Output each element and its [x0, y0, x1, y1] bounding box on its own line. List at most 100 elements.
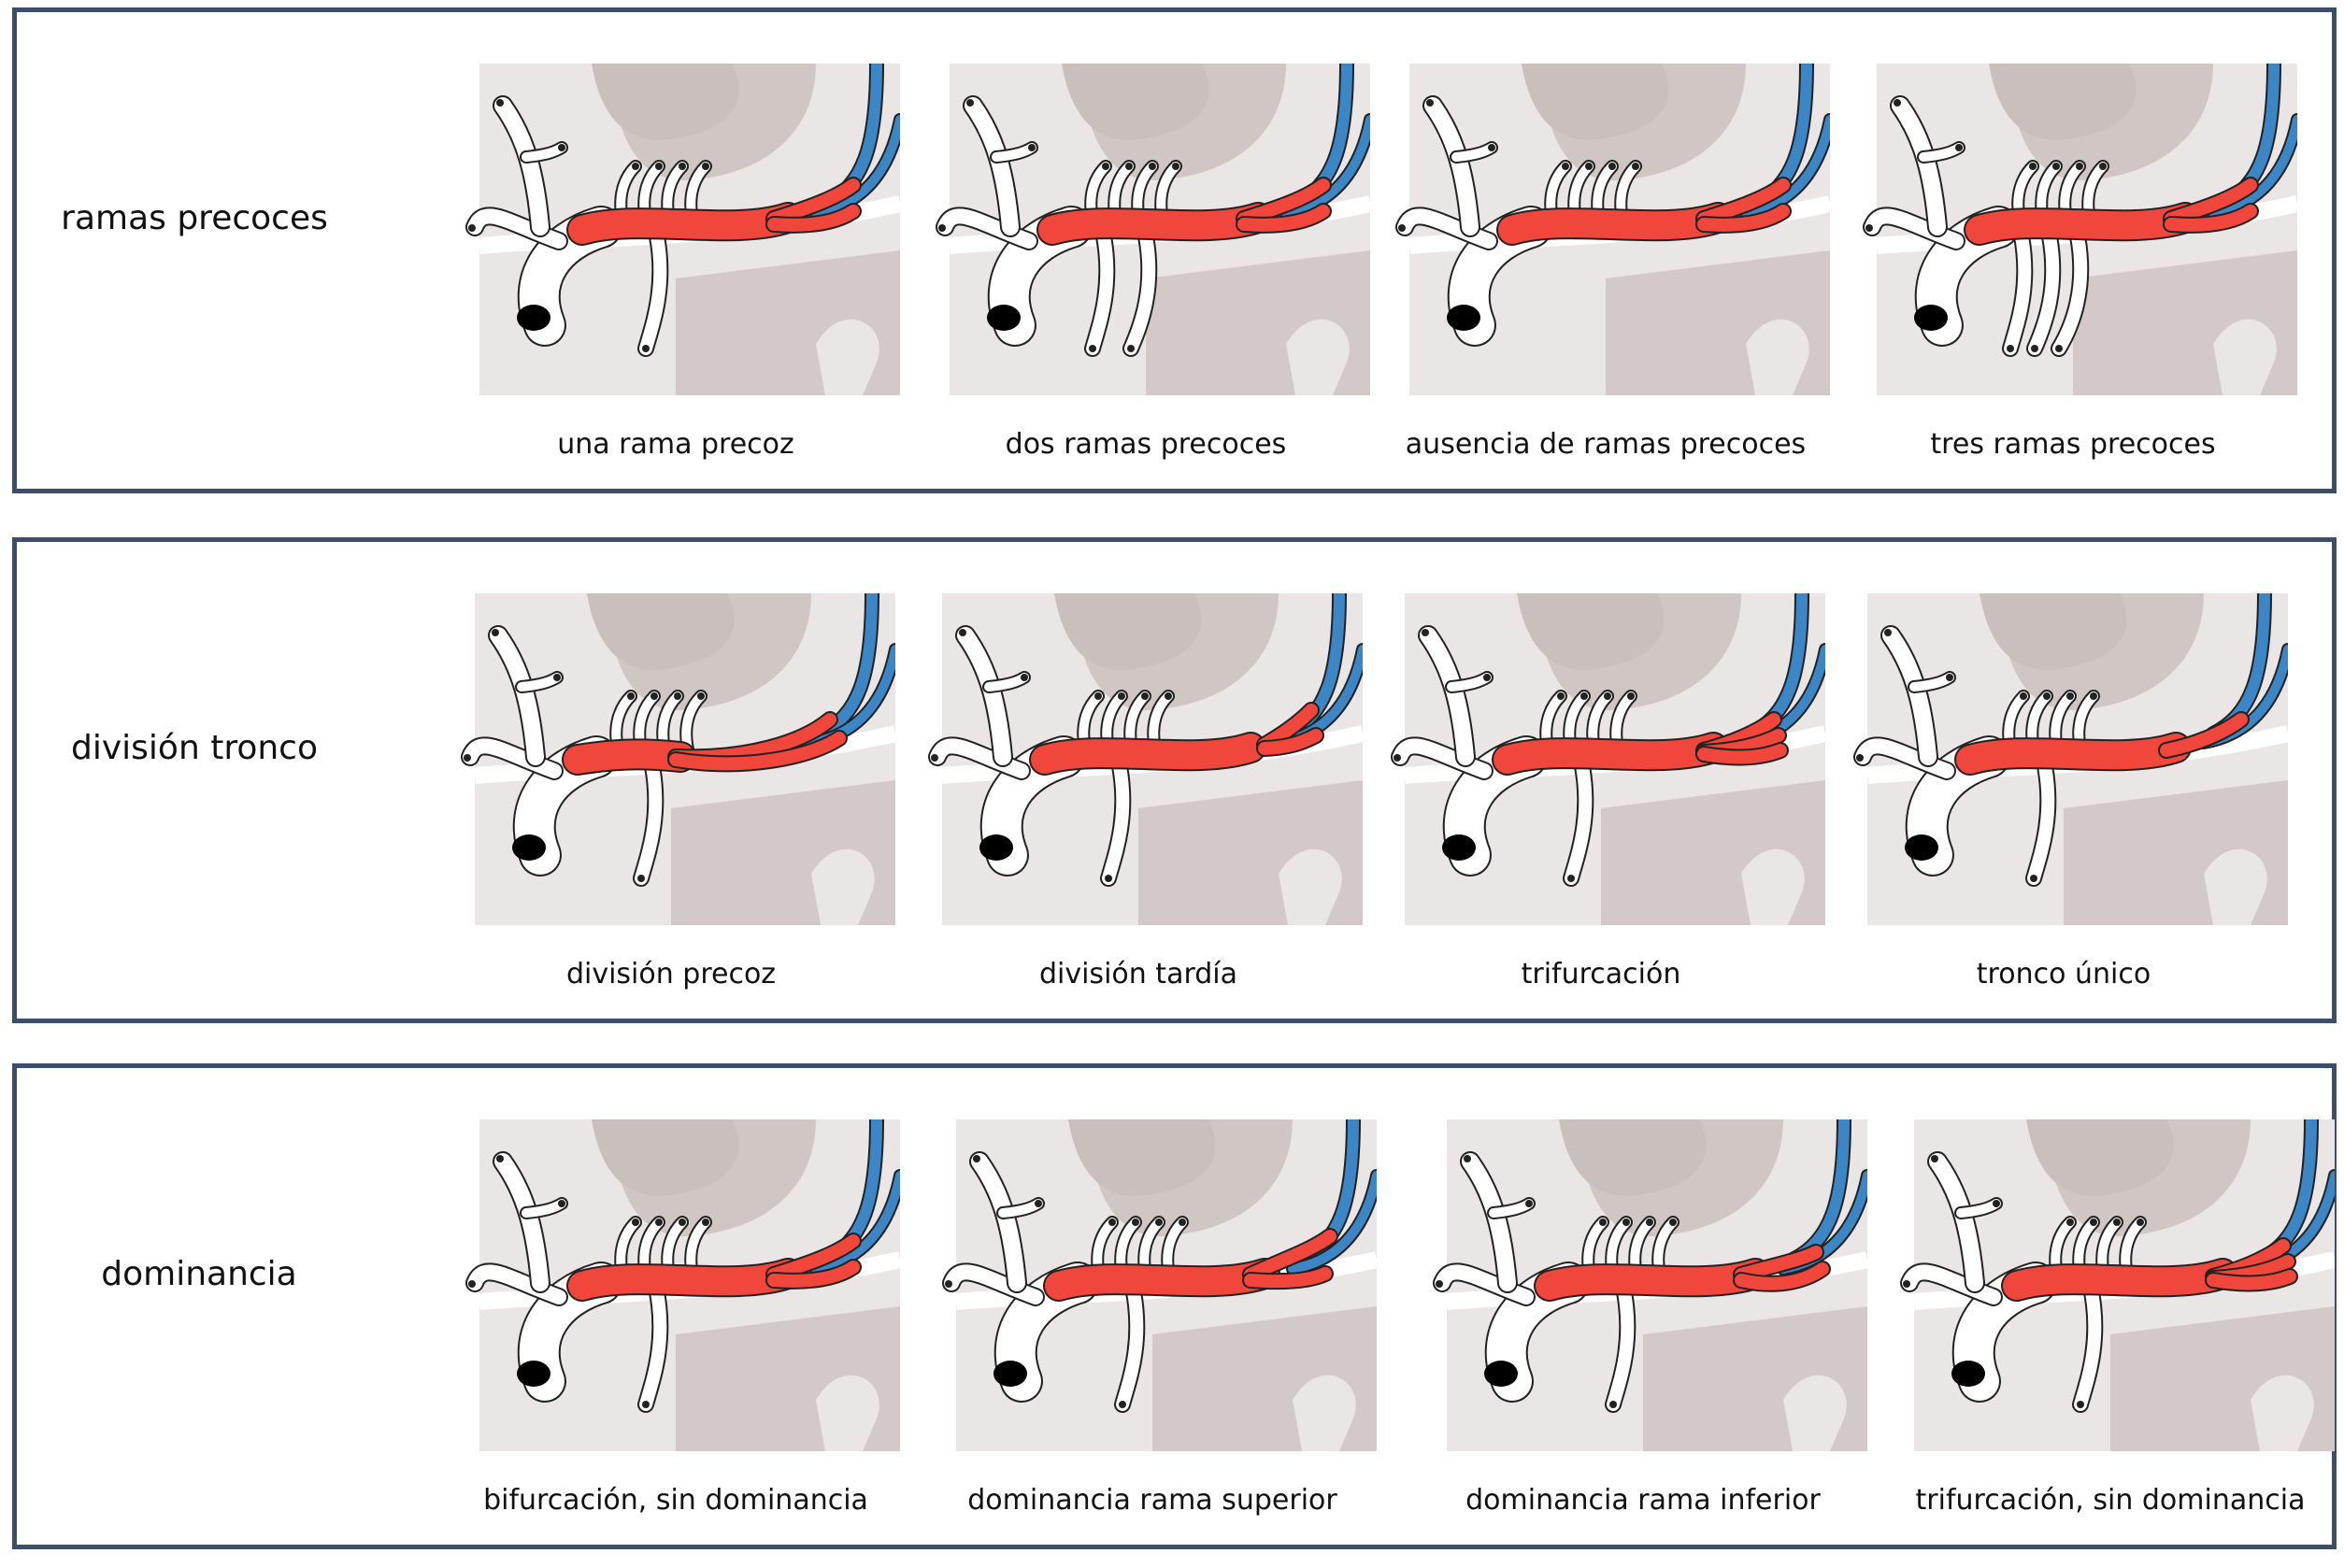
vessel-end-dot	[1127, 345, 1135, 352]
vessel-end-dot	[697, 692, 705, 700]
vessel-end-dot	[1149, 163, 1156, 170]
vessel-end-dot	[1464, 1155, 1471, 1162]
panel-division-tronco: división tronco división precoz división…	[12, 537, 2337, 1023]
vessel-end-dot	[1609, 1401, 1617, 1408]
diagram-caption: bifurcación, sin dominancia	[414, 1484, 937, 1517]
vessel-end-dot	[1488, 144, 1495, 151]
vessel-end-dot	[1141, 692, 1149, 700]
vessel-end-dot	[1585, 163, 1593, 170]
vessel-end-dot	[679, 1219, 686, 1226]
mca-diagram	[447, 593, 895, 925]
vessel-end-dot	[632, 163, 639, 170]
carotid-lumen	[1905, 834, 1938, 861]
carotid-lumen	[987, 305, 1021, 331]
vessel-end-dot	[1599, 1219, 1607, 1226]
carotid-lumen	[517, 305, 550, 331]
row-label: dominancia	[21, 1255, 377, 1293]
vessel-end-dot	[1525, 1200, 1533, 1207]
vessel-end-dot	[973, 1155, 980, 1162]
vessel-end-dot	[1165, 692, 1172, 700]
vessel-end-dot	[1172, 163, 1179, 170]
carotid-lumen	[1447, 305, 1480, 331]
carotid-lumen	[993, 1361, 1027, 1387]
mca-diagram	[1419, 1119, 1867, 1451]
row-label: división tronco	[17, 729, 372, 767]
vessel-end-dot	[2099, 163, 2107, 170]
vessel-end-dot	[1398, 224, 1406, 232]
vessel-end-dot	[1946, 674, 1953, 681]
vessel-end-dot	[1119, 1401, 1126, 1408]
vessel-end-dot	[637, 875, 645, 882]
vessel-end-dot	[1132, 1219, 1139, 1226]
vessel-end-dot	[1884, 629, 1892, 636]
vessel-end-dot	[2007, 345, 2014, 352]
panel-dominancia: dominancia bifurcación, sin dominancia d…	[12, 1063, 2337, 1549]
vessel-end-dot	[2090, 1219, 2097, 1226]
vessel-end-dot	[655, 1219, 663, 1226]
vessel-end-dot	[1894, 99, 1901, 107]
vessel-end-dot	[2066, 1219, 2074, 1226]
diagram-caption: dominancia rama inferior	[1381, 1484, 1905, 1517]
vessel-end-dot	[1856, 754, 1864, 762]
vessel-end-dot	[1089, 345, 1096, 352]
vessel-end-dot	[1105, 875, 1112, 882]
mca-trunk	[1980, 218, 2185, 230]
vessel-end-dot	[464, 754, 471, 762]
vessel-end-dot	[558, 1200, 565, 1207]
diagram-caption: trifurcación, sin dominancia	[1849, 1484, 2344, 1517]
vessel-end-dot	[642, 1401, 650, 1408]
mca-division	[2213, 1276, 2290, 1283]
vessel-end-dot	[1125, 163, 1133, 170]
mca-diagram	[914, 593, 1363, 925]
vessel-end-dot	[1562, 163, 1569, 170]
mca-diagram	[1849, 64, 2297, 395]
vessel-end-dot	[2029, 163, 2037, 170]
vessel-end-dot	[966, 99, 974, 107]
vessel-end-dot	[1669, 1219, 1677, 1226]
mca-diagram	[451, 64, 900, 395]
vessel-end-dot	[1903, 1280, 1910, 1288]
vessel-end-dot	[2113, 1219, 2121, 1226]
diagram-caption: división precoz	[409, 958, 933, 991]
vessel-end-dot	[1035, 1200, 1042, 1207]
diagram-caption: dominancia rama superior	[891, 1484, 1414, 1517]
carotid-lumen	[1484, 1361, 1518, 1387]
vessel-end-dot	[1483, 674, 1491, 681]
mca-trunk	[1970, 748, 2176, 760]
vessel-end-dot	[496, 99, 504, 107]
vessel-end-dot	[938, 224, 946, 232]
mca-division	[1251, 1274, 1325, 1281]
carotid-lumen	[979, 834, 1013, 861]
vessel-end-dot	[1422, 629, 1429, 636]
vessel-end-dot	[1580, 692, 1588, 700]
vessel-end-dot	[2077, 1401, 2084, 1408]
mca-trunk	[582, 1274, 788, 1286]
vessel-end-dot	[1028, 144, 1036, 151]
mca-diagram	[1377, 593, 1825, 925]
vessel-end-dot	[1108, 1219, 1116, 1226]
vessel-end-dot	[674, 692, 681, 700]
carotid-lumen	[517, 1361, 550, 1387]
diagram-caption: trifurcación	[1339, 958, 1863, 991]
mca-division	[1704, 750, 1780, 757]
vessel-end-dot	[468, 1280, 476, 1288]
vessel-end-dot	[642, 345, 650, 352]
mca-diagram	[1886, 1119, 2335, 1451]
panel-ramas-precoces: ramas precoces una rama precoz dos ramas…	[12, 7, 2337, 493]
mca-diagram	[1839, 593, 2288, 925]
mca-diagram	[928, 1119, 1377, 1451]
diagram-caption: dos ramas precoces	[884, 428, 1408, 461]
vessel-end-dot	[655, 163, 663, 170]
mca-diagram	[1381, 64, 1830, 395]
mca-trunk	[582, 218, 788, 230]
row-label: ramas precoces	[17, 199, 372, 237]
diagram-caption: ausencia de ramas precoces	[1344, 428, 1867, 461]
carotid-lumen	[1914, 305, 1948, 331]
vessel-end-dot	[2030, 875, 2037, 882]
vessel-end-dot	[1394, 754, 1401, 762]
vessel-end-dot	[1102, 163, 1109, 170]
vessel-end-dot	[2031, 345, 2038, 352]
vessel-end-dot	[2055, 345, 2063, 352]
vessel-end-dot	[558, 144, 565, 151]
diagram-caption: tres ramas precoces	[1811, 428, 2335, 461]
